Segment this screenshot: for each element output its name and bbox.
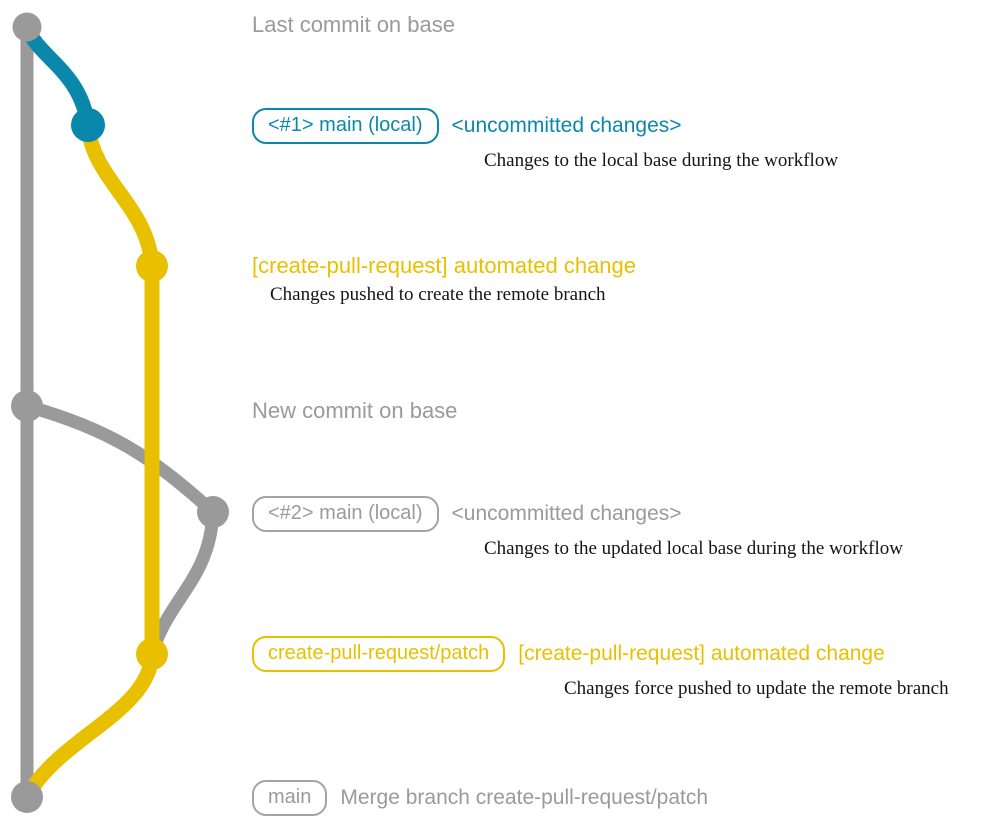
node-local-main-2 xyxy=(197,496,229,528)
commit-subject: Merge branch create-pull-request/patch xyxy=(340,786,709,809)
branch-label-local-main-1[interactable]: <#1> main (local) xyxy=(252,108,439,144)
commit-note: Changes to the local base during the wor… xyxy=(484,150,839,171)
edge-local1-to-remote1 xyxy=(80,117,160,274)
commit-subject: [create-pull-request] automated change xyxy=(518,642,885,665)
commit-note: Changes force pushed to update the remot… xyxy=(564,678,949,699)
commit-row-remote-patch-1: [create-pull-request] automated change C… xyxy=(252,254,636,306)
commit-row-new-commit-on-base: New commit on base xyxy=(252,399,457,423)
edge-base-to-local2 xyxy=(20,399,220,519)
commit-subject: [create-pull-request] automated change xyxy=(252,253,637,278)
branch-label-create-pull-request-patch[interactable]: create-pull-request/patch xyxy=(252,636,506,672)
commit-row-local-main-2: <#2> main (local) <uncommitted changes> … xyxy=(252,496,903,560)
branch-label-local-main-2[interactable]: <#2> main (local) xyxy=(252,496,439,532)
commit-row-base-merge: main Merge branch create-pull-request/pa… xyxy=(252,780,708,816)
commit-row-remote-patch-2: create-pull-request/patch [create-pull-r… xyxy=(252,636,949,700)
commit-subject: <uncommitted changes> xyxy=(451,502,682,525)
commit-subject: Last commit on base xyxy=(252,12,455,37)
node-remote-patch-1 xyxy=(136,250,168,282)
commit-row-last-commit-on-base: Last commit on base xyxy=(252,13,455,37)
node-base-last-commit xyxy=(12,12,42,42)
edge-remote2-to-merge xyxy=(19,646,160,805)
commit-row-head: New commit on base xyxy=(252,399,457,423)
node-local-main-1 xyxy=(71,108,105,142)
commit-row-head: [create-pull-request] automated change xyxy=(252,254,636,278)
node-base-merge xyxy=(11,781,43,813)
commit-row-head: Last commit on base xyxy=(252,13,455,37)
commit-graph xyxy=(11,12,229,813)
commit-subject: <uncommitted changes> xyxy=(451,114,682,137)
commit-row-head: <#2> main (local) <uncommitted changes> xyxy=(252,496,903,532)
commit-subject: New commit on base xyxy=(252,398,458,423)
edge-base-to-local1 xyxy=(19,19,96,133)
commit-row-head: <#1> main (local) <uncommitted changes> xyxy=(252,108,838,144)
node-base-new-commit xyxy=(11,390,43,422)
commit-note: Changes to the updated local base during… xyxy=(484,538,903,559)
commit-row-local-main-1: <#1> main (local) <uncommitted changes> … xyxy=(252,108,838,172)
commit-row-head: main Merge branch create-pull-request/pa… xyxy=(252,780,708,816)
node-remote-patch-2 xyxy=(136,638,168,670)
commit-note: Changes pushed to create the remote bran… xyxy=(270,284,606,305)
commit-row-head: create-pull-request/patch [create-pull-r… xyxy=(252,636,949,672)
branch-label-main[interactable]: main xyxy=(252,780,328,816)
edge-local2-to-remote2 xyxy=(145,505,220,661)
